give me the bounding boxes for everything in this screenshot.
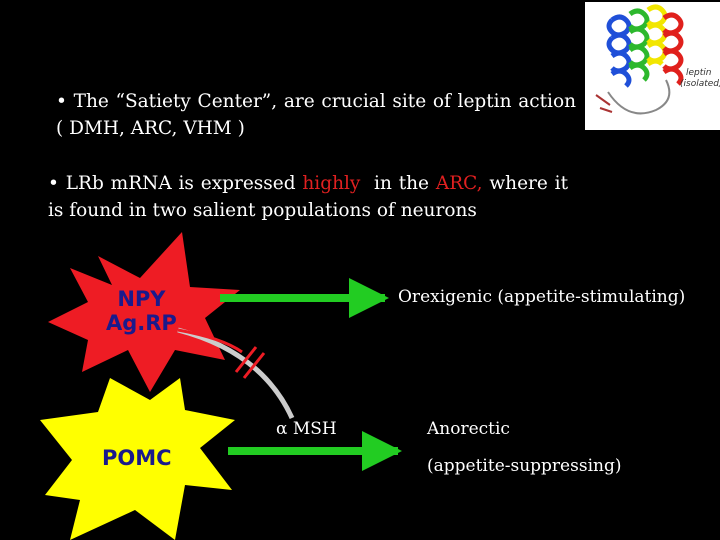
pomc-starburst <box>40 378 235 540</box>
orexigenic-label: Orexigenic (appetite-stimulating) <box>398 287 686 307</box>
inhibition-curve-red <box>177 328 243 354</box>
helix-green <box>628 8 650 82</box>
bullet-marker: • <box>48 173 59 194</box>
bullet-text-pre: LRb mRNA is expressed <box>65 173 303 194</box>
bullet-text-post: where it is found in two salient populat… <box>48 173 569 221</box>
bullet-text-mid: in the <box>360 173 436 194</box>
leptin-structure-image: leptin (isolated) <box>585 2 720 130</box>
side-chains <box>595 94 613 113</box>
helix-blue <box>606 14 632 88</box>
agrp-label: Ag.RP <box>106 311 177 335</box>
npy-agrp-label: NPY Ag.RP <box>106 287 177 335</box>
bullet-satiety-center: • The “Satiety Center”, are crucial site… <box>56 88 576 142</box>
npy-agrp-starburst <box>48 232 240 392</box>
anorectic-label: Anorectic <box>427 419 510 439</box>
highlight-highly: highly <box>302 173 361 194</box>
helix-red <box>662 12 684 86</box>
loop-gray <box>607 79 671 115</box>
inhibition-curve <box>177 327 295 420</box>
npy-label: NPY <box>117 287 166 311</box>
bullet-marker: • <box>56 91 67 112</box>
alpha-msh-label: α MSH <box>276 419 337 439</box>
highlight-arc: ARC, <box>435 173 483 194</box>
leptin-label: leptin <box>686 68 712 78</box>
anorectic-desc-label: (appetite-suppressing) <box>427 456 622 476</box>
bullet-lrb-mrna: • LRb mRNA is expressed highly in the AR… <box>48 170 568 224</box>
pomc-label: POMC <box>102 446 172 470</box>
block-mark <box>234 346 266 379</box>
bullet-text: The “Satiety Center”, are crucial site o… <box>56 91 576 139</box>
leptin-isolated-label: (isolated) <box>680 79 720 89</box>
